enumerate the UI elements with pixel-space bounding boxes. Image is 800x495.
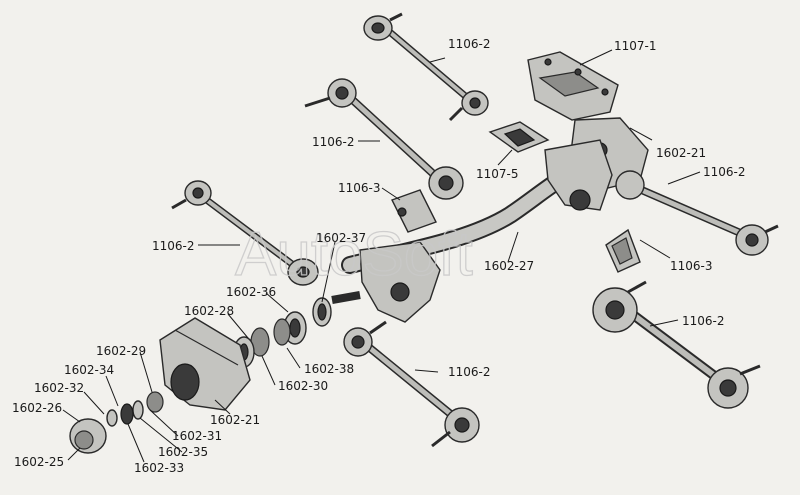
label-1602-28: 1602-28 [184, 304, 234, 318]
label-1106-2-top: 1106-2 [448, 37, 491, 51]
label-1107-5: 1107-5 [476, 167, 519, 181]
label-1602-29: 1602-29 [96, 344, 146, 358]
reaction-rod-left [171, 180, 319, 286]
label-1106-3-right: 1106-3 [670, 259, 713, 273]
label-1602-37: 1602-37 [316, 231, 366, 245]
label-1602-38: 1602-38 [304, 362, 354, 376]
label-1107-1: 1107-1 [614, 39, 657, 53]
label-1602-26: 1602-26 [12, 401, 62, 415]
label-1602-25: 1602-25 [14, 455, 64, 469]
small-parts-stack [69, 391, 164, 454]
pivot-bracket-left [331, 241, 441, 323]
reaction-rod-lower-middle [343, 320, 480, 448]
label-1106-2-left: 1106-2 [152, 239, 195, 253]
label-1602-31: 1602-31 [172, 429, 222, 443]
label-1106-3-left: 1106-3 [338, 181, 381, 195]
label-1602-32: 1602-32 [34, 381, 84, 395]
bearing-stack [233, 311, 307, 368]
small-bracket-right [605, 228, 641, 273]
small-bracket-left [391, 189, 437, 233]
label-1602-27: 1602-27 [484, 259, 534, 273]
label-1602-30: 1602-30 [278, 379, 328, 393]
seal-ring [312, 297, 332, 327]
reaction-rod-lower-right [592, 280, 761, 409]
label-1602-34: 1602-34 [64, 363, 114, 377]
reaction-rod-top [363, 12, 489, 122]
upper-bracket [527, 51, 619, 121]
label-1106-2-upper-left: 1106-2 [312, 135, 355, 149]
leader-lines [62, 49, 701, 463]
label-1106-2-lower-right: 1106-2 [682, 314, 725, 328]
reaction-rod-right [615, 170, 779, 256]
label-1602-33: 1602-33 [134, 461, 184, 475]
label-1602-36: 1602-36 [226, 285, 276, 299]
label-1602-21-upper: 1602-21 [656, 146, 706, 160]
label-1602-35: 1602-35 [158, 445, 208, 459]
label-1106-2-lower-middle: 1106-2 [448, 365, 491, 379]
label-1106-2-right: 1106-2 [703, 165, 746, 179]
reaction-rod-upper-left [304, 78, 464, 200]
gasket-plate [488, 121, 550, 153]
watermark: AutoSoft [235, 220, 473, 289]
hub-housing [159, 317, 251, 411]
label-1602-21-lower: 1602-21 [210, 413, 260, 427]
